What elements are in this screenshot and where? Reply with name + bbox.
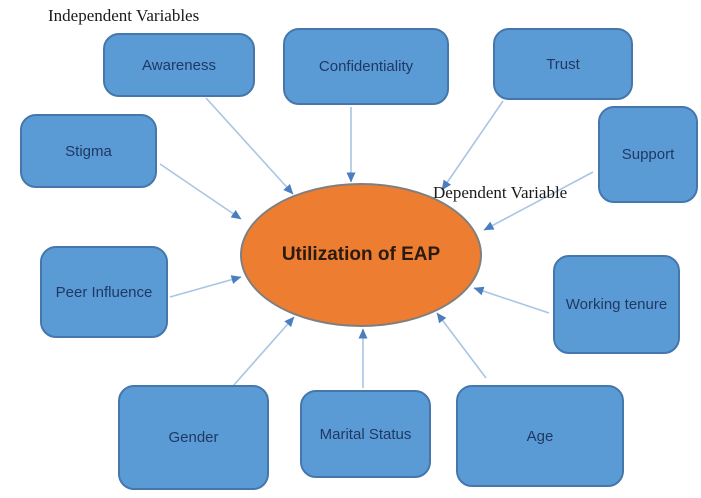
center-node-label: Utilization of EAP bbox=[281, 244, 441, 265]
node-label: Support bbox=[621, 146, 675, 163]
node-label: Trust bbox=[546, 55, 580, 73]
node-label: Gender bbox=[168, 429, 219, 446]
node-working-tenure: Working tenure bbox=[553, 255, 680, 354]
node-peer-influence: Peer Influence bbox=[40, 246, 168, 338]
arrow-age-to-center bbox=[436, 312, 487, 379]
node-awareness: Awareness bbox=[103, 33, 255, 97]
node-stigma: Stigma bbox=[20, 114, 157, 188]
arrow-stigma-to-center bbox=[159, 163, 242, 220]
arrow-working-tenure-to-center bbox=[473, 286, 550, 314]
arrow-awareness-to-center bbox=[205, 97, 294, 195]
dependent-variable-heading: Dependent Variable bbox=[433, 183, 568, 202]
arrow-support-to-center bbox=[483, 171, 594, 231]
node-label: Age bbox=[526, 427, 554, 445]
node-label: Working tenure bbox=[565, 296, 668, 313]
node-label: Marital Status bbox=[319, 425, 412, 443]
node-confidentiality: Confidentiality bbox=[283, 28, 449, 105]
node-gender: Gender bbox=[118, 385, 269, 490]
node-trust: Trust bbox=[493, 28, 633, 100]
arrow-trust-to-center bbox=[441, 100, 504, 191]
node-label: Peer Influence bbox=[55, 283, 153, 301]
node-label: Stigma bbox=[65, 142, 112, 160]
center-node-utilization-of-eap: Utilization of EAP bbox=[240, 183, 482, 327]
node-marital-status: Marital Status bbox=[300, 390, 431, 478]
arrow-gender-to-center bbox=[232, 316, 295, 387]
arrow-peer-influence-to-center bbox=[169, 275, 242, 298]
node-label: Awareness bbox=[142, 56, 216, 74]
node-support: Support bbox=[598, 106, 698, 203]
node-label: Confidentiality bbox=[318, 58, 414, 75]
node-age: Age bbox=[456, 385, 624, 487]
independent-variables-heading: Independent Variables bbox=[48, 6, 200, 25]
